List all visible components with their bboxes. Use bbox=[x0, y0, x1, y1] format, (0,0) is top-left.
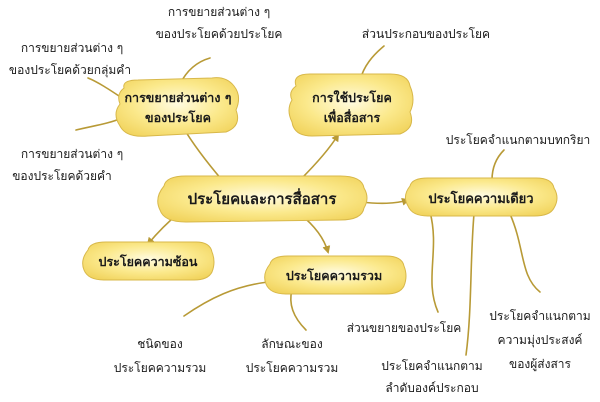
node-simple: ประโยคความเดียว bbox=[404, 177, 558, 217]
leaf-expand-sentence-line1: การขยายส่วนต่าง ๆ bbox=[168, 5, 270, 19]
leaf-by-order-line1: ประโยคจำแนกตาม bbox=[381, 359, 482, 373]
node-compound: ประโยคความรวม bbox=[264, 255, 407, 295]
node-usage-line1: การใช้ประโยค bbox=[312, 90, 392, 105]
leaf-components-label: ส่วนประกอบของประโยค bbox=[362, 27, 490, 41]
node-usage: การใช้ประโยค เพื่อสื่อสาร bbox=[288, 73, 414, 137]
leaf-compound-traits-line2: ประโยคความรวม bbox=[246, 361, 339, 375]
leaf-by-intent-line1: ประโยคจำแนกตาม bbox=[489, 309, 590, 323]
connector-expand-phrase bbox=[87, 77, 123, 99]
node-expand-line2: ของประโยค bbox=[145, 110, 211, 125]
node-expand-line1: การขยายส่วนต่าง ๆ bbox=[124, 90, 231, 105]
leaf-by-intent-line2: ความมุ่งประสงค์ bbox=[498, 333, 583, 348]
connector-simple-intent bbox=[509, 213, 541, 293]
leaf-by-intent: ประโยคจำแนกตาม ความมุ่งประสงค์ ของผู้ส่ง… bbox=[489, 309, 590, 372]
leaf-expand-word-line1: การขยายส่วนต่าง ๆ bbox=[21, 147, 123, 161]
connector-expand-word bbox=[75, 117, 123, 131]
node-expand: การขยายส่วนต่าง ๆ ของประโยค bbox=[115, 77, 240, 137]
leaf-compound-types-line2: ประโยคความรวม bbox=[114, 361, 207, 375]
leaf-by-order: ประโยคจำแนกตาม ลำดับองค์ประกอบ bbox=[381, 359, 482, 395]
leaf-compound-types: ชนิดของ ประโยคความรวม bbox=[114, 337, 207, 375]
leaf-expand-phrase-line2: ของประโยคด้วยกลุ่มคำ bbox=[9, 63, 131, 78]
leaf-by-verb-label: ประโยคจำแนกตามบทกริยา bbox=[446, 133, 590, 147]
connector-simple-order bbox=[465, 213, 475, 356]
leaf-compound-traits: ลักษณะของ ประโยคความรวม bbox=[246, 337, 339, 375]
leaf-expand-word: การขยายส่วนต่าง ๆ ของประโยคด้วยคำ bbox=[12, 147, 123, 183]
leaf-by-order-line2: ลำดับองค์ประกอบ bbox=[385, 381, 478, 395]
leaf-compound-traits-line1: ลักษณะของ bbox=[261, 337, 322, 351]
connector-center-usage bbox=[299, 133, 340, 181]
leaf-by-intent-line3: ของผู้ส่งสาร bbox=[509, 357, 572, 372]
leaf-expand-phrase-line1: การขยายส่วนต่าง ๆ bbox=[21, 41, 123, 55]
node-compound-label: ประโยคความรวม bbox=[286, 268, 382, 283]
center-title: ประโยคและการสื่อสาร bbox=[188, 188, 338, 208]
node-simple-label: ประโยคความเดียว bbox=[428, 190, 533, 207]
leaf-compound-types-line1: ชนิดของ bbox=[137, 337, 182, 351]
leaf-expand-sentence: การขยายส่วนต่าง ๆ ของประโยคด้วยประโยค bbox=[156, 5, 283, 41]
connector-simple-verb bbox=[491, 149, 505, 181]
node-center: ประโยคและการสื่อสาร bbox=[157, 175, 368, 223]
leaf-expand-phrase: การขยายส่วนต่าง ๆ ของประโยคด้วยกลุ่มคำ bbox=[9, 41, 131, 78]
node-complex-label: ประโยคความซ้อน bbox=[99, 254, 198, 269]
leaf-expand-word-line2: ของประโยคด้วยคำ bbox=[12, 169, 112, 183]
node-usage-line2: เพื่อสื่อสาร bbox=[324, 109, 381, 125]
leaf-extension: ส่วนขยายของประโยค bbox=[347, 321, 462, 335]
connector-compound-types bbox=[183, 281, 269, 317]
leaf-by-verb: ประโยคจำแนกตามบทกริยา bbox=[446, 133, 590, 147]
leaf-components: ส่วนประกอบของประโยค bbox=[362, 27, 490, 41]
node-complex: ประโยคความซ้อน bbox=[82, 241, 215, 281]
leaf-expand-sentence-line2: ของประโยคด้วยประโยค bbox=[156, 27, 283, 41]
connector-simple-extension bbox=[429, 211, 439, 313]
leaf-extension-label: ส่วนขยายของประโยค bbox=[347, 321, 462, 335]
connector-compound-traits bbox=[290, 289, 307, 331]
